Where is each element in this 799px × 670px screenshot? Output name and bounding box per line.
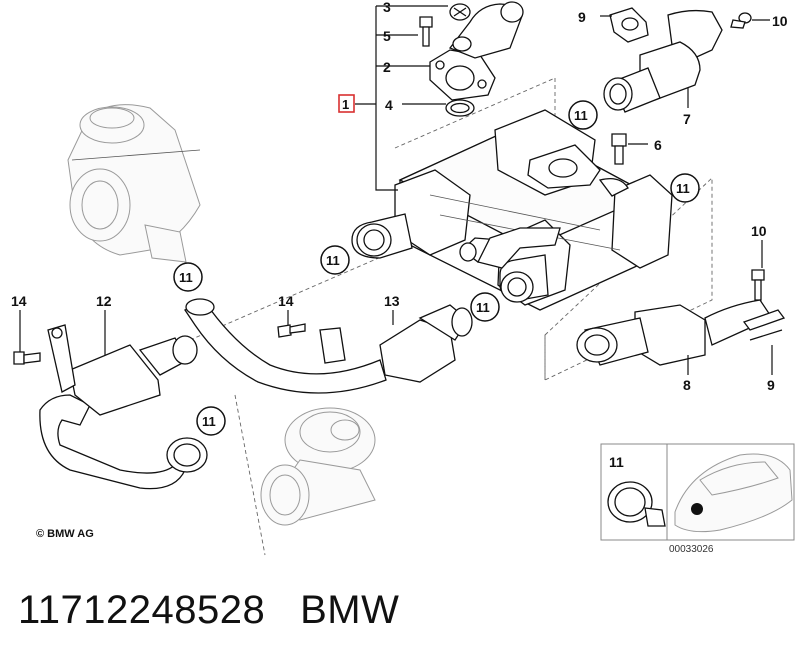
part-number: 11712248528 <box>18 588 266 632</box>
caption: 11712248528 BMW <box>18 588 399 633</box>
screw-10-top <box>730 12 752 29</box>
clamp-detail-icon <box>607 481 666 527</box>
pipe-13 <box>379 304 473 383</box>
callout-11-c: 11 <box>326 253 340 268</box>
clamp-ring-lower-left <box>166 437 208 473</box>
callout-9-top: 9 <box>578 9 586 25</box>
callout-14-left: 14 <box>11 293 27 309</box>
pipe-8 <box>576 299 773 366</box>
bolt-6 <box>611 133 627 165</box>
callout-11-a: 11 <box>574 108 588 123</box>
callout-11-f: 11 <box>202 414 216 429</box>
callout-13: 13 <box>384 293 400 309</box>
car-silhouette-icon <box>674 453 793 533</box>
egr-valve-lower <box>260 407 376 526</box>
callout-11-d: 11 <box>179 270 193 285</box>
callout-3: 3 <box>383 0 391 15</box>
callout-2: 2 <box>383 59 391 75</box>
brand-name: BMW <box>300 588 400 632</box>
callout-10-right: 10 <box>751 223 767 239</box>
callout-7: 7 <box>683 111 691 127</box>
callout-11-e: 11 <box>476 300 490 315</box>
cooler-sockets <box>351 213 549 303</box>
copyright: © BMW AG <box>36 528 94 540</box>
thermostat-housing <box>429 1 524 101</box>
callout-1: 1 <box>342 97 349 112</box>
assembly-boundaries <box>189 77 713 556</box>
callout-11-b: 11 <box>676 181 690 196</box>
callout-6: 6 <box>654 137 662 153</box>
cooler-top-flange <box>527 144 629 197</box>
callout-5: 5 <box>383 28 391 44</box>
callout-12: 12 <box>96 293 112 309</box>
egr-valve-left <box>67 104 201 263</box>
callout-8: 8 <box>683 377 691 393</box>
seal-ring-4 <box>445 99 475 117</box>
bolt-14-middle <box>277 323 306 338</box>
bolt-10-right <box>751 269 765 301</box>
pipe-middle <box>184 298 387 394</box>
callout-10-top: 10 <box>772 13 788 29</box>
callout-9-right: 9 <box>767 377 775 393</box>
gasket-9-right <box>742 309 786 341</box>
exploded-parts-diagram: 3 5 2 1 4 9 10 6 7 10 8 9 14 12 14 13 11… <box>11 0 795 556</box>
leader-lines <box>19 5 773 375</box>
inset-panel <box>600 443 795 541</box>
callout-4: 4 <box>385 97 393 113</box>
clamp-callouts <box>173 100 700 436</box>
screw-3 <box>449 3 471 21</box>
bolt-14-left <box>13 351 41 365</box>
inset-code: 00033026 <box>669 544 714 555</box>
callout-14-middle: 14 <box>278 293 294 309</box>
inset-label: 11 <box>609 454 624 470</box>
highlight-box <box>338 94 355 113</box>
bolt-5 <box>419 16 433 47</box>
pipe-12 <box>39 324 198 490</box>
cooler-bracket <box>477 227 561 269</box>
egr-cooler <box>394 109 673 311</box>
pipe-7 <box>603 7 723 113</box>
